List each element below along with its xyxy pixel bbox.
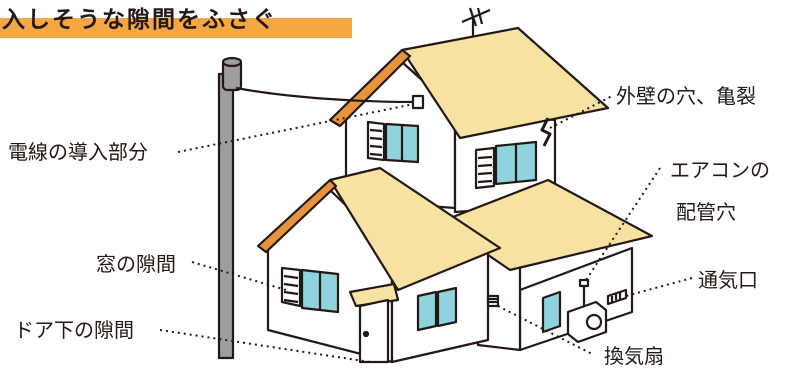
lower-front-window [418, 292, 436, 330]
wire-entry-box [413, 96, 423, 108]
label-door-gap: ドア下の隙間 [14, 314, 134, 343]
label-vent: 通気口 [698, 264, 758, 293]
label-electric-wire: 電線の導入部分 [8, 136, 148, 165]
leader-vent [626, 278, 692, 296]
label-fan: 換気扇 [604, 340, 664, 369]
label-window-gap: 窓の隙間 [96, 248, 176, 277]
ventilation-fan-icon [488, 296, 498, 306]
right-wing-window [543, 292, 560, 332]
utility-pole [219, 58, 241, 358]
upper-left-window [368, 122, 418, 162]
label-aircon-line2: 配管穴 [676, 196, 736, 225]
upper-right-window [476, 142, 536, 188]
label-aircon-line1: エアコンの [670, 154, 770, 183]
label-wall-crack: 外壁の穴、亀裂 [616, 80, 756, 109]
